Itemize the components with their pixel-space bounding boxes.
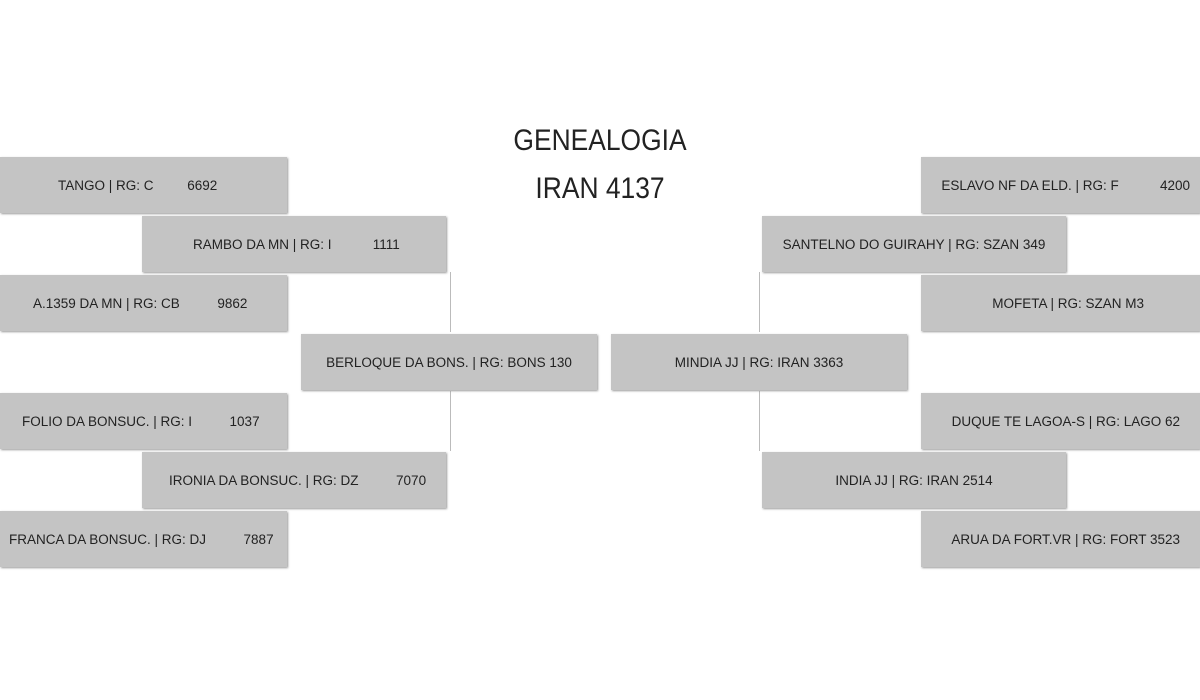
right-upper-connector: [759, 272, 760, 332]
left-parent: BERLOQUE DA BONS. | RG: BONS 130: [301, 334, 597, 390]
right-parent: MINDIA JJ | RG: IRAN 3363: [611, 334, 907, 390]
right-parent-label: MINDIA JJ | RG: IRAN 3363: [674, 354, 844, 370]
left-great-grandparent-4-label: FRANCA DA BONSUC. | RG: DJ 7887: [9, 531, 274, 547]
right-great-grandparent-1: ESLAVO NF DA ELD. | RG: F 4200: [921, 157, 1200, 213]
left-great-grandparent-3-label: FOLIO DA BONSUC. | RG: I 1037: [22, 413, 260, 429]
left-great-grandparent-1: TANGO | RG: C 6692: [0, 157, 287, 213]
left-parent-label: BERLOQUE DA BONS. | RG: BONS 130: [326, 354, 572, 370]
left-grandparent-2-label: IRONIA DA BONSUC. | RG: DZ 7070: [169, 472, 427, 488]
left-great-grandparent-2-label: A.1359 DA MN | RG: CB 9862: [33, 295, 248, 311]
right-grandparent-2-label: INDIA JJ | RG: IRAN 2514: [835, 472, 993, 488]
right-great-grandparent-3: DUQUE TE LAGOA-S | RG: LAGO 62: [921, 393, 1200, 449]
right-great-grandparent-2-label: MOFETA | RG: SZAN M3: [992, 295, 1144, 311]
left-great-grandparent-2: A.1359 DA MN | RG: CB 9862: [0, 275, 287, 331]
left-great-grandparent-4: FRANCA DA BONSUC. | RG: DJ 7887: [0, 511, 287, 567]
right-grandparent-2: INDIA JJ | RG: IRAN 2514: [762, 452, 1066, 508]
right-great-grandparent-3-label: DUQUE TE LAGOA-S | RG: LAGO 62: [951, 413, 1180, 429]
right-great-grandparent-1-label: ESLAVO NF DA ELD. | RG: F 4200: [941, 177, 1190, 193]
right-great-grandparent-4-label: ARUA DA FORT.VR | RG: FORT 3523: [951, 531, 1180, 547]
right-lower-connector: [759, 391, 760, 451]
left-lower-connector: [450, 391, 451, 451]
right-great-grandparent-4: ARUA DA FORT.VR | RG: FORT 3523: [921, 511, 1200, 567]
left-grandparent-1-label: RAMBO DA MN | RG: I 1111: [193, 236, 400, 252]
title-line-1: GENEALOGIA: [513, 124, 687, 157]
title-line-2: IRAN 4137: [535, 172, 665, 205]
left-great-grandparent-1-label: TANGO | RG: C 6692: [58, 177, 218, 193]
right-grandparent-1-label: SANTELNO DO GUIRAHY | RG: SZAN 349: [782, 236, 1046, 252]
left-grandparent-1: RAMBO DA MN | RG: I 1111: [142, 216, 446, 272]
left-great-grandparent-3: FOLIO DA BONSUC. | RG: I 1037: [0, 393, 287, 449]
right-grandparent-1: SANTELNO DO GUIRAHY | RG: SZAN 349: [762, 216, 1066, 272]
left-grandparent-2: IRONIA DA BONSUC. | RG: DZ 7070: [142, 452, 446, 508]
right-great-grandparent-2: MOFETA | RG: SZAN M3: [921, 275, 1200, 331]
left-upper-connector: [450, 272, 451, 332]
